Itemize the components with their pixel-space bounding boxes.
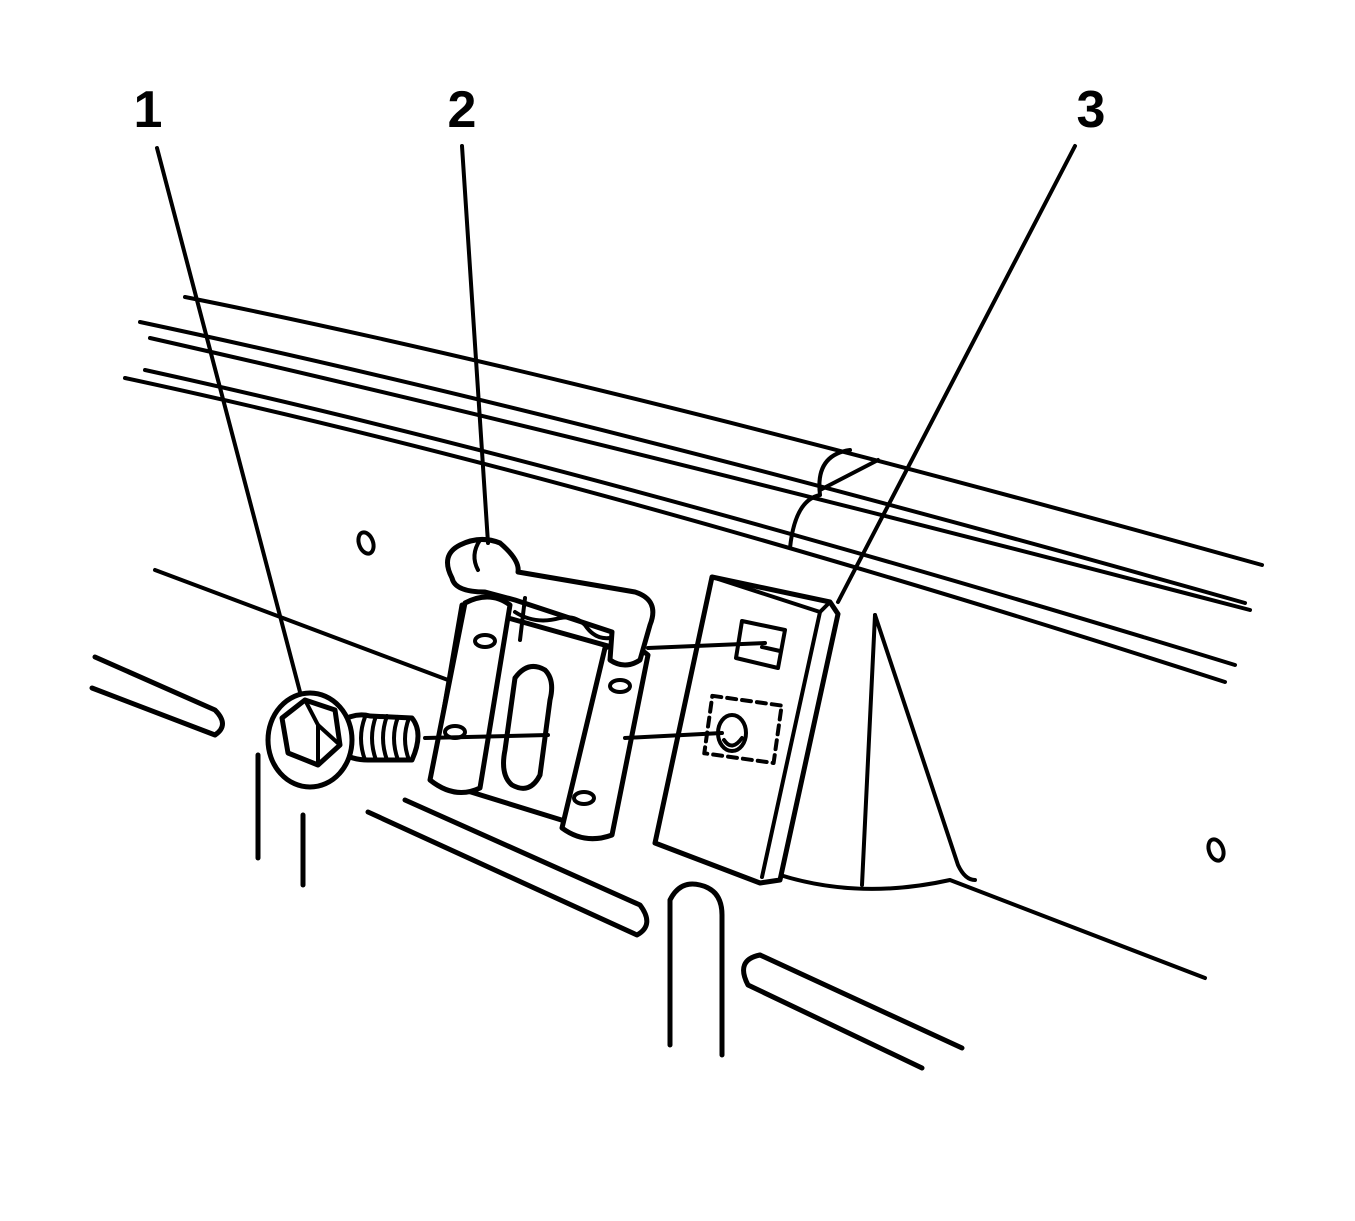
callout-3: 3	[1077, 81, 1106, 139]
leader-lines	[155, 144, 1077, 740]
body-panel	[89, 295, 1264, 1071]
callout-2: 2	[448, 81, 477, 139]
item-3-bracket-plate	[652, 574, 841, 886]
item-2-hinge	[427, 537, 656, 842]
item-1-bolt	[265, 690, 421, 790]
callout-1: 1	[134, 81, 163, 139]
